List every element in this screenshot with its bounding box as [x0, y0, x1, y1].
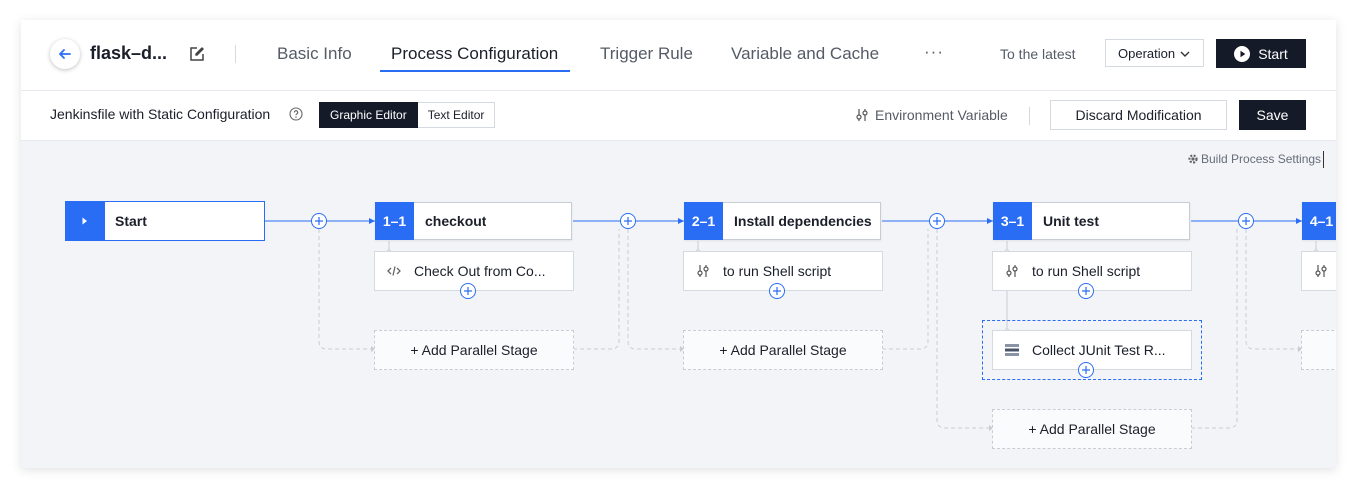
arrow-left-icon [59, 49, 71, 59]
graphic-editor-button[interactable]: Graphic Editor [319, 102, 418, 128]
stage-checkout[interactable]: 1–1 checkout [375, 202, 572, 240]
add-parallel-stage-button[interactable]: + Add Parallel Stage [992, 409, 1192, 449]
environment-variable-button[interactable]: Environment Variable [855, 107, 1008, 123]
stack-icon [1004, 342, 1020, 358]
help-circle-icon[interactable] [289, 107, 303, 121]
stage-name: Install dependencies [734, 213, 872, 229]
add-parallel-stage-button[interactable]: + Add Parallel Stage [374, 330, 574, 370]
add-parallel-stage-button[interactable]: + Add Parallel Stage [683, 330, 883, 370]
add-step-plus-icon[interactable] [1078, 283, 1094, 299]
sliders-icon [1004, 263, 1020, 279]
add-step-plus-icon[interactable] [1078, 362, 1094, 378]
start-button[interactable]: Start [1216, 39, 1306, 68]
stage-name: checkout [425, 213, 487, 229]
add-step-plus-icon[interactable] [769, 283, 785, 299]
more-tabs-button[interactable]: ··· [924, 42, 944, 61]
stage-number: 3–1 [993, 202, 1032, 240]
divider [1029, 107, 1030, 125]
stage-unit-test[interactable]: 3–1 Unit test [993, 202, 1190, 240]
add-stage-plus-icon[interactable] [1238, 213, 1254, 229]
stage-4[interactable]: 4–1 [1302, 202, 1336, 240]
step-checkout[interactable]: Check Out from Co... [374, 251, 574, 291]
play-circle-icon [1234, 45, 1251, 62]
step-label: to run Shell script [1032, 263, 1141, 279]
step-shell-script[interactable] [1301, 251, 1336, 291]
pipeline-editor-card: flask–d... Basic Info Process Configurat… [21, 20, 1336, 468]
pipeline-start-node[interactable]: Start [65, 201, 265, 241]
step-shell-script[interactable]: to run Shell script [683, 251, 883, 291]
step-label: Collect JUnit Test R... [1032, 342, 1166, 358]
selected-step-outline [982, 320, 1202, 380]
tab-trigger-rule[interactable]: Trigger Rule [600, 44, 693, 63]
back-button[interactable] [50, 39, 80, 69]
project-title: flask–d... [90, 43, 168, 63]
editor-mode-switch: Graphic Editor Text Editor [319, 102, 496, 128]
editor-toolbar: Jenkinsfile with Static Configuration Gr… [21, 91, 1336, 141]
step-collect-junit[interactable]: Collect JUnit Test R... [992, 330, 1192, 370]
build-process-settings-link[interactable]: Build Process Settings [1187, 152, 1321, 166]
chevron-down-icon [1180, 51, 1190, 57]
stage-name: Unit test [1043, 213, 1099, 229]
tab-variable-and-cache[interactable]: Variable and Cache [731, 44, 880, 63]
start-label: Start [1258, 45, 1288, 62]
text-editor-button[interactable]: Text Editor [417, 102, 496, 128]
save-button[interactable]: Save [1239, 100, 1306, 130]
add-step-plus-icon[interactable] [460, 283, 476, 299]
tab-basic-info[interactable]: Basic Info [277, 44, 352, 63]
active-tab-indicator [380, 70, 570, 72]
build-process-settings-label: Build Process Settings [1201, 152, 1322, 166]
environment-variable-label: Environment Variable [875, 107, 1008, 123]
add-stage-plus-icon[interactable] [311, 213, 327, 229]
step-label: Check Out from Co... [414, 263, 546, 279]
step-label: to run Shell script [723, 263, 832, 279]
stage-number: 4–1 [1302, 202, 1336, 240]
header: flask–d... Basic Info Process Configurat… [21, 20, 1336, 91]
add-stage-plus-icon[interactable] [620, 213, 636, 229]
sliders-icon [856, 109, 868, 121]
stage-number: 1–1 [375, 202, 414, 240]
add-parallel-stage-button[interactable] [1301, 330, 1336, 370]
pipeline-canvas[interactable]: Build Process Settings [21, 141, 1336, 468]
operation-label: Operation [1118, 45, 1176, 61]
jenkinsfile-label: Jenkinsfile with Static Configuration [50, 106, 271, 122]
sliders-icon [1313, 263, 1329, 279]
play-icon [65, 201, 105, 241]
stage-number: 2–1 [684, 202, 723, 240]
discard-modification-button[interactable]: Discard Modification [1050, 100, 1227, 130]
sliders-icon [695, 263, 711, 279]
code-icon [386, 263, 402, 279]
stage-install-dependencies[interactable]: 2–1 Install dependencies [684, 202, 881, 240]
tab-process-configuration[interactable]: Process Configuration [391, 44, 559, 63]
operation-dropdown[interactable]: Operation [1105, 39, 1204, 67]
gear-icon [1188, 154, 1198, 164]
text-cursor [1323, 151, 1324, 168]
to-the-latest-link[interactable]: To the latest [1000, 46, 1076, 62]
add-stage-plus-icon[interactable] [929, 213, 945, 229]
edit-icon[interactable] [188, 45, 206, 63]
start-node-label: Start [115, 213, 147, 229]
divider [235, 45, 236, 63]
